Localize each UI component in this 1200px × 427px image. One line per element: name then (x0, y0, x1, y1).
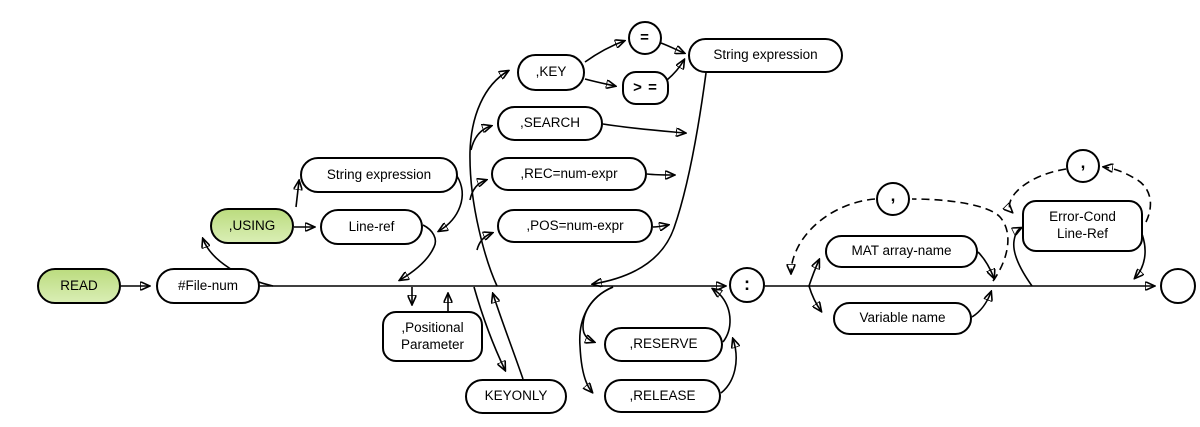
edge-using-stringexp (296, 181, 299, 208)
node-mat-array-name: MAT array-name (825, 235, 978, 268)
edge-pos-branch (476, 233, 492, 251)
edge-search-branch (470, 126, 491, 151)
node-rec-num-expr: ,REC=num-expr (491, 157, 647, 191)
edge-stringtop-exit (593, 72, 707, 284)
edge-mat-exit (977, 251, 994, 278)
node-search: ,SEARCH (497, 106, 603, 141)
node-keyonly: KEYONLY (465, 379, 567, 414)
node-pos-num-expr: ,POS=num-expr (497, 209, 653, 243)
edge-errorcond-entry (1014, 228, 1033, 287)
node-end-terminal (1160, 268, 1196, 304)
node-key: ,KEY (517, 54, 585, 91)
node-comma-repeat-1: , (876, 182, 910, 216)
edge-split-mat (808, 260, 819, 287)
edge-keyonly-up (493, 294, 524, 380)
node-error-cond-line-ref: Error-Cond Line-Ref (1022, 200, 1143, 252)
edge-release-entry (579, 286, 614, 392)
node-string-expression-left: String expression (300, 157, 458, 193)
node-greater-equal: > = (622, 71, 669, 105)
node-line-ref: Line-ref (320, 209, 423, 245)
node-using: ,USING (210, 208, 294, 244)
node-read: READ (37, 268, 121, 304)
edge-keyonly-down (473, 286, 505, 370)
edge-pos-exit (652, 225, 668, 227)
edge-loop1-dash-right (911, 198, 1009, 282)
edge-key-entry (469, 71, 508, 287)
node-colon: : (729, 267, 765, 303)
edge-loop1-dash-left (791, 198, 876, 273)
node-release: ,RELEASE (604, 379, 721, 413)
edge-loop2-dash-left (1009, 168, 1067, 212)
error-cond-line2: Line-Ref (1056, 226, 1109, 241)
node-positional-parameter: ,Positional Parameter (382, 311, 483, 362)
edge-ge-stringtop (666, 60, 684, 81)
edge-loop2-dash-right (1104, 167, 1152, 223)
edge-rec-exit (646, 174, 674, 175)
edge-reserve-exit (713, 289, 731, 343)
edge-eq-stringtop (660, 42, 684, 53)
edge-release-exit (720, 339, 736, 394)
node-variable-name: Variable name (833, 302, 972, 335)
edge-lineref-exit (400, 224, 437, 280)
edge-var-exit (971, 292, 991, 318)
edge-stringexp-left-exit (439, 175, 463, 231)
node-file-num: #File-num (156, 268, 260, 304)
edge-rec-branch (469, 180, 486, 201)
edge-split-var (808, 285, 821, 311)
node-comma-repeat-2: , (1066, 149, 1100, 183)
edge-errorcond-exit (1135, 233, 1146, 278)
positional-parameter-line1: ,Positional (401, 319, 464, 335)
error-cond-line1: Error-Cond (1049, 209, 1116, 225)
node-string-expression-top: String expression (688, 38, 843, 73)
node-equal: = (628, 21, 662, 55)
positional-parameter-line2: Parameter (400, 336, 465, 352)
node-reserve: ,RESERVE (604, 327, 723, 362)
edge-search-exit (602, 123, 685, 133)
edge-key-ge (584, 78, 615, 86)
edge-key-eq (584, 41, 624, 63)
